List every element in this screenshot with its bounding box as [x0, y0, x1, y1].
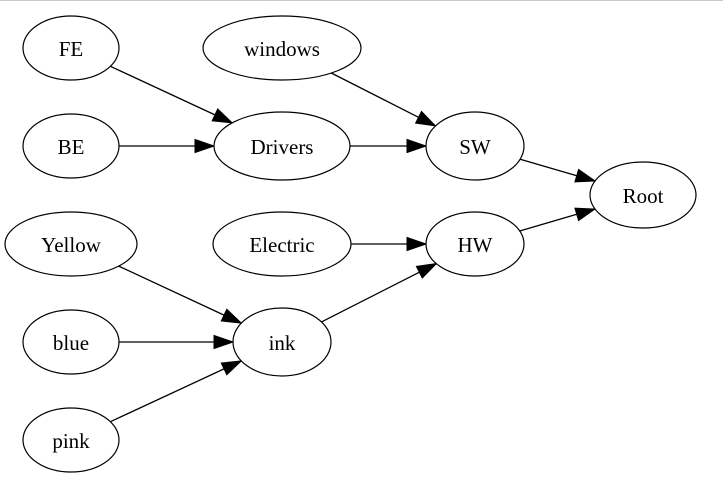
edge-yellow-to-ink [118, 265, 243, 324]
node-ellipse [425, 111, 525, 181]
edge-blue-to-ink [119, 334, 235, 350]
edge-fe-to-drivers [110, 65, 234, 124]
arrowhead-icon [574, 168, 597, 183]
node-label: BE [58, 135, 85, 159]
edge-line [519, 213, 577, 232]
edge-drivers-to-sw [350, 138, 428, 154]
edge-hw-to-root [519, 207, 597, 232]
edges-layer [110, 65, 597, 423]
edge-electric-to-hw [351, 236, 428, 252]
edge-sw-to-root [520, 158, 597, 183]
node-ellipse [212, 211, 352, 277]
arrowhead-icon [220, 360, 243, 376]
edge-line [110, 65, 216, 116]
node-ellipse [425, 211, 525, 277]
node-ellipse [202, 15, 362, 81]
node-ellipse [22, 407, 120, 473]
node-be: BE [22, 113, 120, 179]
node-drivers: Drivers [213, 111, 351, 181]
node-label: Root [623, 184, 664, 208]
node-windows: windows [202, 15, 362, 81]
node-label: ink [269, 331, 296, 355]
node-pink: pink [22, 407, 120, 473]
node-ellipse [22, 113, 120, 179]
top-border [0, 0, 723, 1]
node-label: Drivers [251, 135, 314, 159]
node-label: pink [52, 429, 90, 453]
arrowhead-icon [415, 262, 438, 279]
arrowhead-icon [406, 138, 428, 154]
node-label: HW [458, 233, 493, 257]
arrowhead-icon [414, 110, 437, 127]
node-ellipse [22, 309, 120, 375]
arrowhead-icon [406, 236, 428, 252]
node-label: Yellow [41, 233, 102, 257]
node-label: FE [59, 37, 84, 61]
node-ellipse [22, 15, 120, 81]
edge-ink-to-hw [321, 262, 438, 323]
node-label: SW [459, 135, 491, 159]
arrowhead-icon [213, 334, 235, 350]
node-ellipse [589, 161, 697, 229]
edge-line [110, 368, 225, 423]
node-ellipse [232, 307, 332, 377]
arrowhead-icon [211, 108, 234, 124]
arrowhead-icon [574, 207, 597, 222]
node-yellow: Yellow [4, 211, 138, 277]
node-label: windows [244, 37, 320, 61]
node-blue: blue [22, 309, 120, 375]
node-label: blue [53, 331, 89, 355]
node-label: Electric [249, 233, 314, 257]
arrowhead-icon [220, 308, 243, 324]
edge-line [118, 265, 225, 316]
edge-windows-to-sw [331, 72, 437, 127]
edge-line [321, 271, 420, 323]
edge-line [520, 158, 577, 177]
node-sw: SW [425, 111, 525, 181]
node-root: Root [589, 161, 697, 229]
node-fe: FE [22, 15, 120, 81]
node-hw: HW [425, 211, 525, 277]
arrowhead-icon [194, 138, 216, 154]
node-ellipse [213, 111, 351, 181]
edge-pink-to-ink [110, 360, 243, 423]
edge-line [331, 72, 419, 118]
node-ellipse [4, 211, 138, 277]
node-electric: Electric [212, 211, 352, 277]
node-ink: ink [232, 307, 332, 377]
edge-be-to-drivers [119, 138, 216, 154]
